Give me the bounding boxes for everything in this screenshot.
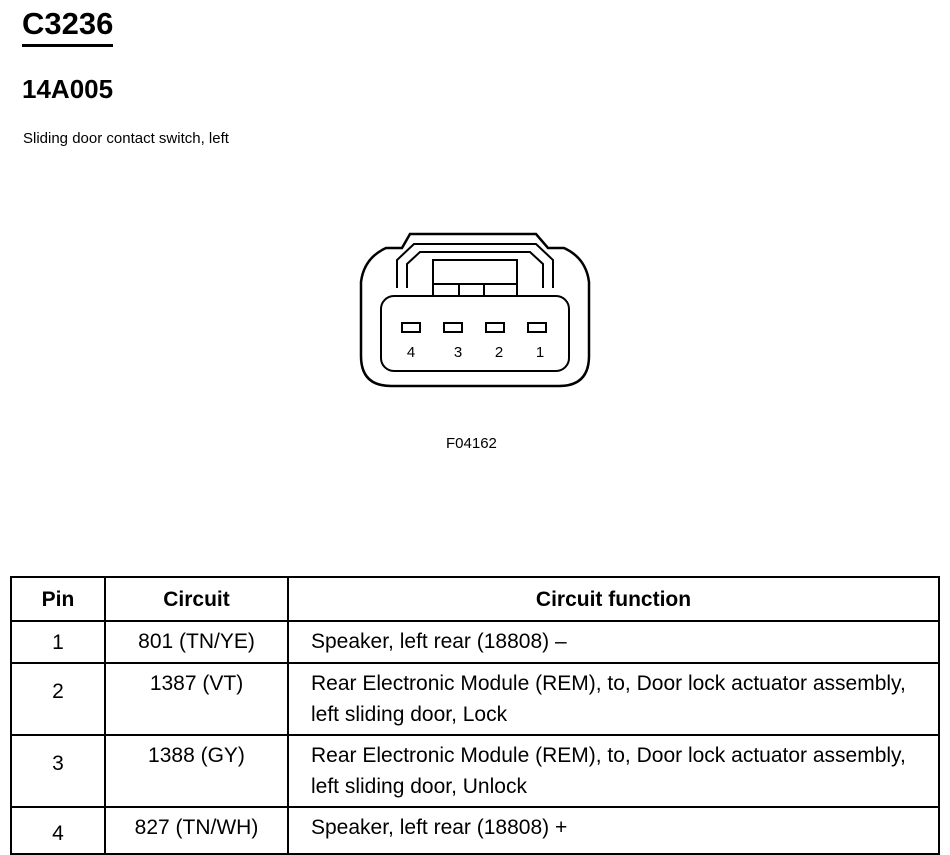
latch-frame-inner [406, 251, 544, 288]
circuit-cell: 827 (TN/WH) [104, 806, 289, 855]
pin-label: 4 [407, 344, 415, 361]
column-header-circuit: Circuit [104, 576, 289, 622]
pin-terminal [527, 322, 547, 333]
table-row: 3 1388 (GY) Rear Electronic Module (REM)… [10, 734, 940, 808]
pin-label: 2 [495, 344, 503, 361]
table-header-row: Pin Circuit Circuit function [10, 576, 940, 622]
latch-frame [396, 243, 554, 288]
pin-cell: 3 [10, 734, 106, 808]
function-cell: Rear Electronic Module (REM), to, Door l… [287, 662, 940, 736]
column-header-function: Circuit function [287, 576, 940, 622]
part-number: 14A005 [22, 74, 114, 104]
pinout-table: Pin Circuit Circuit function 1 801 (TN/Y… [10, 576, 940, 855]
circuit-cell: 801 (TN/YE) [104, 620, 289, 664]
circuit-cell: 1388 (GY) [104, 734, 289, 808]
pin-terminal [401, 322, 421, 333]
pin-cell: 2 [10, 662, 106, 736]
lock-tab [432, 259, 518, 297]
pin-label: 1 [536, 344, 544, 361]
figure-id: F04162 [446, 435, 497, 452]
function-cell: Speaker, left rear (18808) – [287, 620, 940, 664]
pin-cell: 4 [10, 806, 106, 855]
connector-id: C3236 [22, 4, 114, 47]
connector-description: Sliding door contact switch, left [23, 130, 229, 147]
pin-terminal [485, 322, 505, 333]
connector-face-diagram: 4 3 2 1 [359, 232, 591, 388]
table-row: 2 1387 (VT) Rear Electronic Module (REM)… [10, 662, 940, 736]
function-cell: Speaker, left rear (18808) + [287, 806, 940, 855]
pin-terminal [443, 322, 463, 333]
table-row: 4 827 (TN/WH) Speaker, left rear (18808)… [10, 806, 940, 855]
terminal-cavity [380, 295, 570, 372]
function-cell: Rear Electronic Module (REM), to, Door l… [287, 734, 940, 808]
pin-label: 3 [454, 344, 462, 361]
table-row: 1 801 (TN/YE) Speaker, left rear (18808)… [10, 620, 940, 664]
housing-outline [359, 232, 591, 388]
column-header-pin: Pin [10, 576, 106, 622]
circuit-cell: 1387 (VT) [104, 662, 289, 736]
pin-cell: 1 [10, 620, 106, 664]
